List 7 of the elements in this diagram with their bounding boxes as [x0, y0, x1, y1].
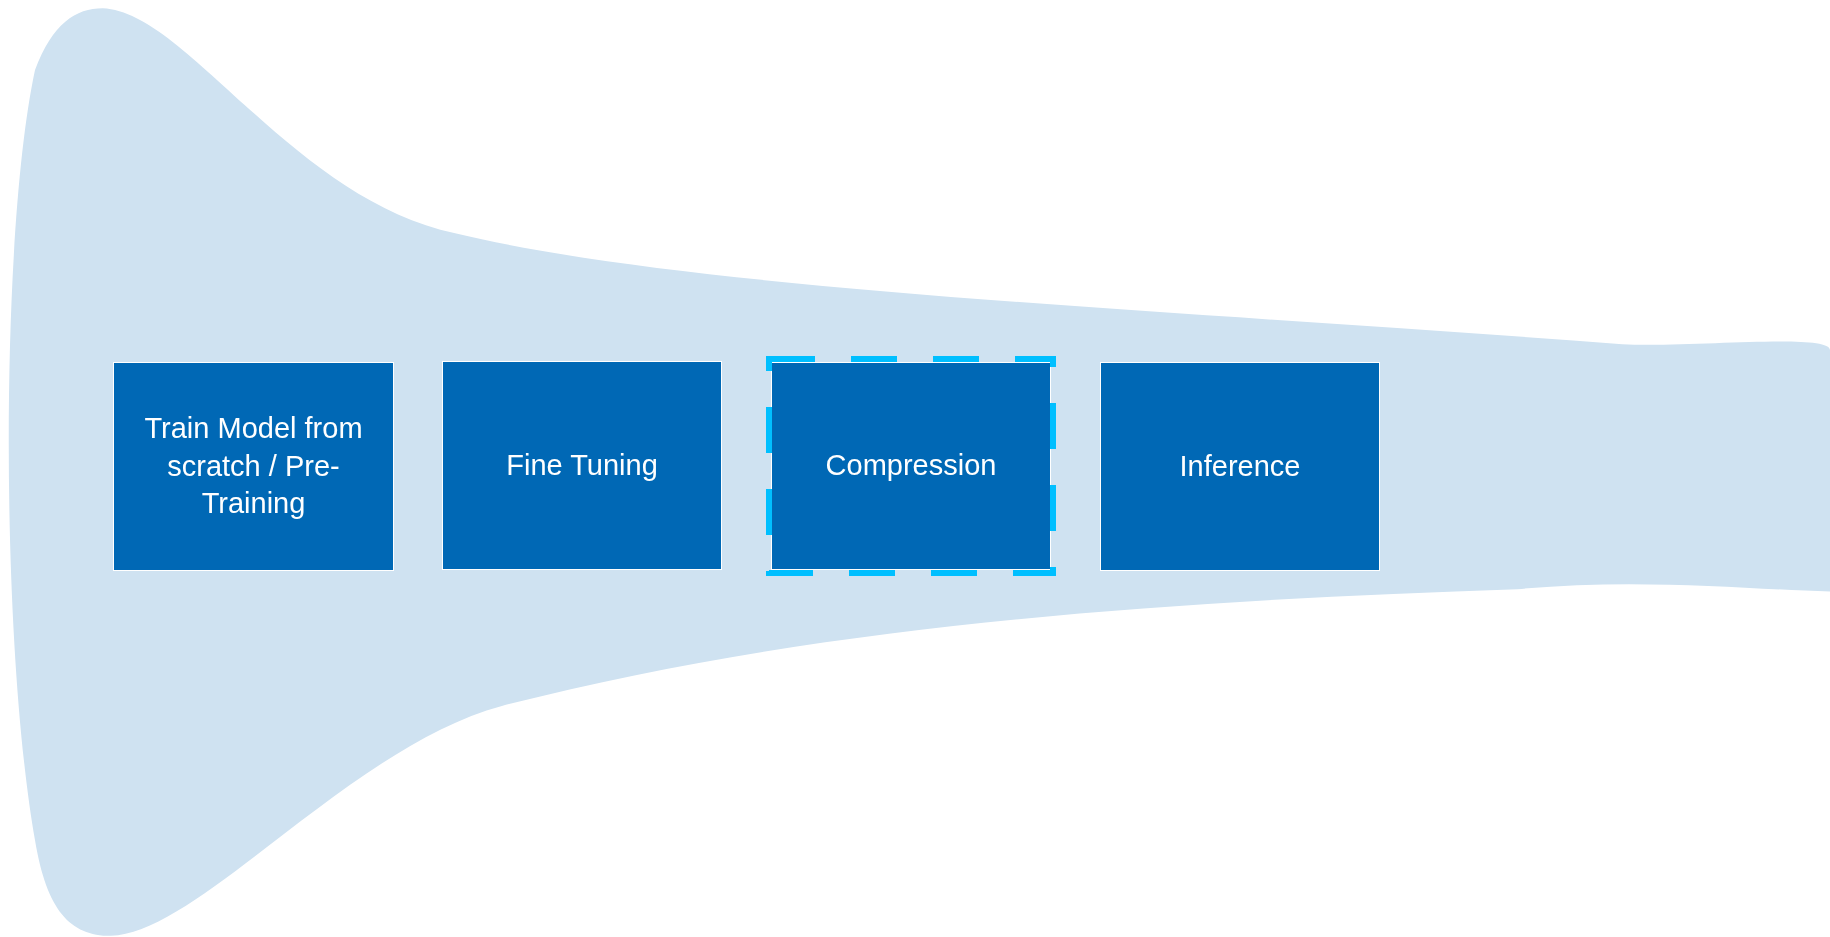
box-label: Compression [825, 448, 997, 484]
box-label: Fine Tuning [506, 447, 658, 483]
process-box [442, 361, 722, 570]
process-box [113, 362, 394, 571]
process-box [1100, 362, 1380, 571]
box-label: Train Model from scratch / Pre-Training [143, 410, 364, 522]
box-label: Inference [1179, 448, 1301, 484]
